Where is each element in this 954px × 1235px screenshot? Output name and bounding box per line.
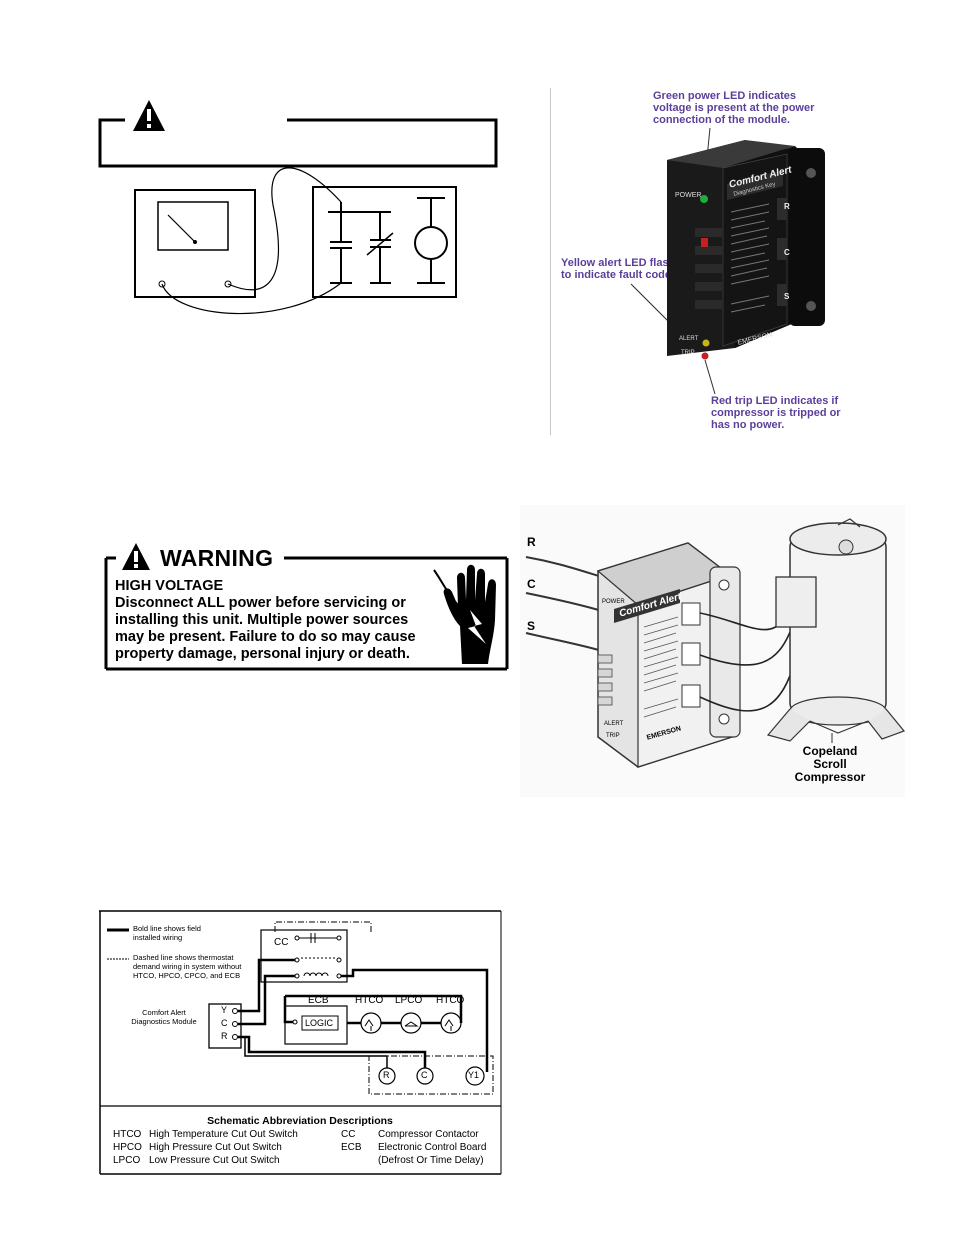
warning-frame bbox=[104, 543, 509, 671]
module-power-label: POWER bbox=[602, 599, 625, 605]
legend-bold-line-1: Bold line shows field bbox=[133, 924, 201, 933]
caption-line-1: Copeland bbox=[802, 744, 858, 758]
abbrev-desc: High Pressure Cut Out Switch bbox=[149, 1142, 282, 1153]
abbrev-title: Schematic Abbreviation Descriptions bbox=[207, 1115, 393, 1127]
wire-label-s: S bbox=[527, 619, 536, 633]
abbrev-code: HPCO bbox=[113, 1142, 142, 1153]
legend-dash-line-1: Dashed line shows thermostat bbox=[133, 953, 234, 962]
warning-line-5: property damage, personal injury or deat… bbox=[115, 646, 410, 662]
compressor-caption: Copeland Scroll Compressor bbox=[782, 745, 878, 784]
module-power-label: POWER bbox=[675, 192, 702, 199]
pin-c-label: C bbox=[221, 1018, 228, 1028]
abbrev-table: HTCO High Temperature Cut Out Switch CC … bbox=[113, 1128, 486, 1167]
logic-label: LOGIC bbox=[305, 1018, 334, 1028]
terminal-y1-label: Y1 bbox=[468, 1070, 480, 1080]
terminal-r-label: R bbox=[383, 1070, 390, 1080]
abbrev-code-2 bbox=[341, 1154, 378, 1167]
module-terminal-c: C bbox=[784, 248, 790, 257]
abbrev-code: LPCO bbox=[113, 1155, 141, 1166]
led-figure: Green power LED indicates voltage is pre… bbox=[555, 88, 855, 436]
abbrev-desc: High Temperature Cut Out Switch bbox=[149, 1129, 298, 1140]
warning-label: WARNING HIGH VOLTAGE Disconnect ALL powe… bbox=[104, 540, 509, 672]
ecb-label: ECB bbox=[308, 995, 329, 1006]
green-led-icon bbox=[700, 195, 708, 203]
terminal-c-label: C bbox=[421, 1070, 428, 1080]
callout-yellow: Yellow alert LED flashes to indicate fau… bbox=[561, 257, 688, 281]
abbrev-code-2: ECB bbox=[341, 1142, 362, 1153]
legend-bold: Bold line shows field installed wiring bbox=[133, 924, 201, 942]
module-label-line-2: Diagnostics Module bbox=[131, 1017, 197, 1026]
wiring-schematic: Bold line shows field installed wiring D… bbox=[99, 910, 503, 1176]
cc-label: CC bbox=[274, 937, 289, 948]
legend-bold-line-2: installed wiring bbox=[133, 933, 183, 942]
caption-line-2: Scroll bbox=[813, 757, 847, 771]
callout-green: Green power LED indicates voltage is pre… bbox=[653, 90, 815, 126]
abbrev-desc: Low Pressure Cut Out Switch bbox=[149, 1155, 280, 1166]
callout-red: Red trip LED indicates if compressor is … bbox=[711, 395, 841, 431]
module-alert-label: ALERT bbox=[604, 721, 624, 727]
lpco-label: LPCO bbox=[395, 995, 423, 1006]
meter-diagram bbox=[98, 100, 498, 315]
warning-line-2: Disconnect ALL power before servicing or bbox=[115, 595, 406, 611]
wire-label-r: R bbox=[527, 535, 536, 549]
warning-text: HIGH VOLTAGE Disconnect ALL power before… bbox=[115, 578, 445, 663]
comfort-alert-module-photo bbox=[630, 127, 825, 395]
module-trip-label: TRIP bbox=[606, 733, 620, 739]
meter-figure bbox=[95, 95, 505, 325]
abbrev-code-2: CC bbox=[341, 1129, 356, 1140]
compressor-drawing bbox=[525, 518, 906, 768]
module-label-line-1: Comfort Alert bbox=[142, 1008, 186, 1017]
compressor-figure: R C S Comfort Alert POWER ALERT TRIP EME… bbox=[520, 505, 906, 797]
warning-title: WARNING bbox=[160, 545, 274, 571]
legend-dash-line-2: demand wiring in system without bbox=[133, 962, 242, 971]
abbrev-desc-2: (Defrost Or Time Delay) bbox=[378, 1155, 484, 1166]
red-led-icon bbox=[701, 352, 709, 360]
module-label: Comfort Alert Diagnostics Module bbox=[129, 1008, 199, 1026]
schematic-drawing bbox=[99, 910, 502, 1175]
caption-line-3: Compressor bbox=[794, 770, 866, 784]
module-trip-label: TRIP bbox=[681, 350, 695, 356]
module-alert-label: ALERT bbox=[679, 336, 699, 342]
htco-label-2: HTCO bbox=[436, 995, 465, 1006]
abbrev-desc-2: Compressor Contactor bbox=[378, 1129, 479, 1140]
warning-line-3: installing this unit. Multiple power sou… bbox=[115, 612, 409, 628]
abbrev-row: HTCO High Temperature Cut Out Switch CC … bbox=[113, 1128, 486, 1141]
module-terminal-r: R bbox=[784, 202, 790, 211]
yellow-led-icon bbox=[702, 339, 710, 347]
abbrev-code: HTCO bbox=[113, 1129, 142, 1140]
htco-label-1: HTCO bbox=[355, 995, 384, 1006]
warning-line-1: HIGH VOLTAGE bbox=[115, 578, 224, 594]
electric-hand-icon bbox=[433, 564, 496, 664]
column-divider bbox=[550, 88, 551, 435]
wire-label-c: C bbox=[527, 577, 536, 591]
abbrev-row: LPCO Low Pressure Cut Out Switch (Defros… bbox=[113, 1154, 486, 1167]
pin-y-label: Y bbox=[221, 1005, 228, 1015]
warning-line-4: may be present. Failure to do so may cau… bbox=[115, 629, 416, 645]
pin-r-label: R bbox=[221, 1031, 228, 1041]
legend-dash-line-3: HTCO, HPCO, CPCO, and ECB bbox=[133, 971, 241, 980]
legend-dashed: Dashed line shows thermostat demand wiri… bbox=[133, 953, 241, 980]
abbrev-desc-2: Electronic Control Board bbox=[378, 1142, 487, 1153]
abbrev-row: HPCO High Pressure Cut Out Switch ECB El… bbox=[113, 1141, 486, 1154]
module-terminal-s: S bbox=[784, 292, 790, 301]
